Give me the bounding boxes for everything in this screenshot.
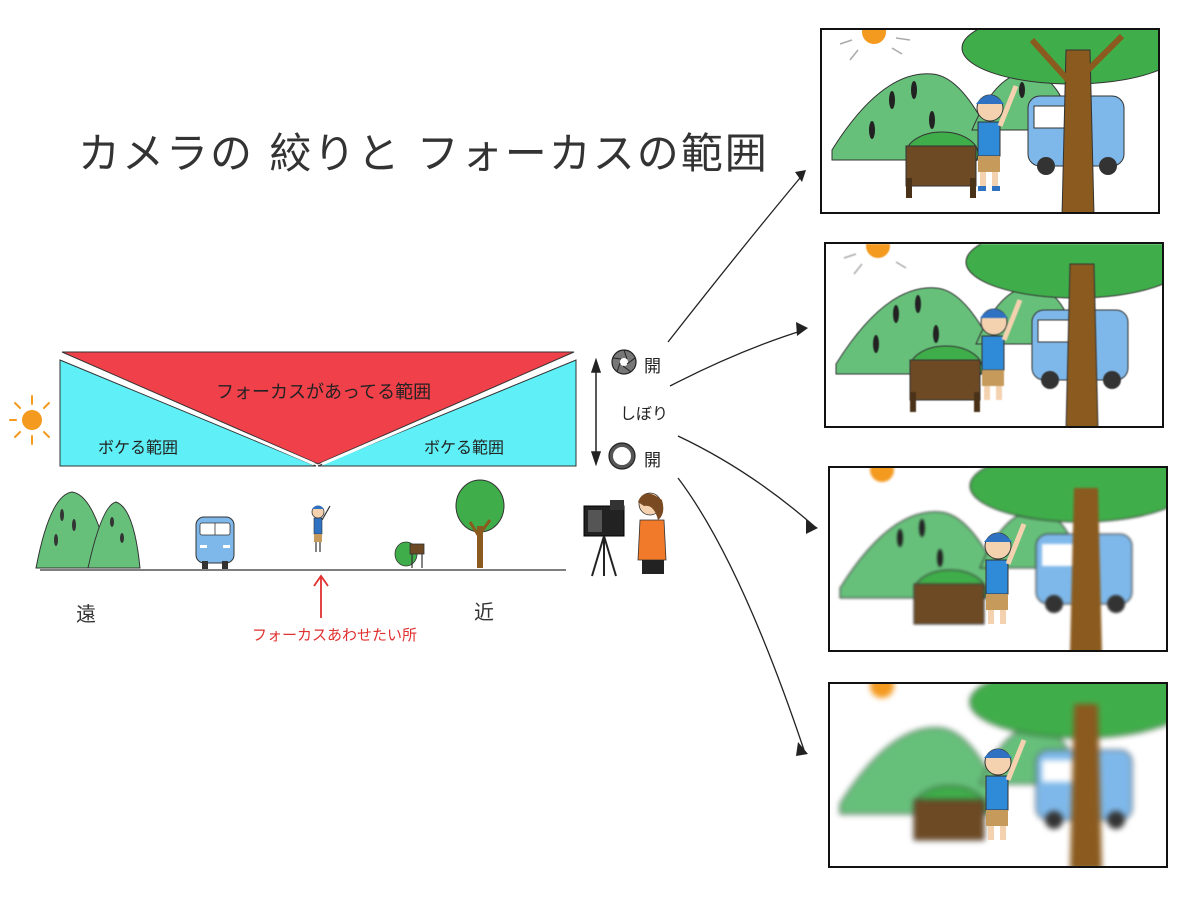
near-label: 近 (474, 600, 494, 624)
hills-icon (35, 491, 141, 569)
aperture-stop-label: しぼり (620, 404, 669, 423)
aperture-closed-icon (611, 349, 637, 375)
bush-sign-icon (909, 345, 983, 412)
panel-scene (839, 684, 1166, 866)
bush-sign-icon (394, 541, 425, 568)
person-icon (980, 299, 1023, 400)
aperture-open-label-top: 開 (644, 357, 661, 377)
person-icon (984, 523, 1027, 624)
blur-range-label-left: ボケる範囲 (98, 438, 179, 457)
person-icon (976, 85, 1019, 191)
aperture-open-icon (608, 442, 636, 470)
result-panel-2 (824, 242, 1164, 428)
tree-icon (969, 468, 1166, 650)
arrow-to-panel-4 (677, 477, 805, 751)
arrow-to-panel-1 (667, 177, 801, 343)
person-icon (984, 739, 1027, 840)
tree-icon (969, 684, 1166, 866)
far-label: 遠 (76, 602, 96, 626)
aperture-open-label-bottom: 開 (644, 451, 661, 471)
panel-scene (831, 30, 1158, 212)
arrow-to-panel-2 (669, 329, 805, 387)
focus-point-label: フォーカスあわせたい所 (252, 626, 418, 644)
sun-icon (870, 468, 894, 482)
bush-sign-icon (905, 131, 979, 198)
sun-icon (843, 244, 907, 275)
result-panel-1 (820, 28, 1160, 214)
sun-icon (839, 30, 911, 61)
person-subject-icon (311, 505, 331, 552)
van-icon (195, 516, 235, 569)
tree-icon (455, 479, 505, 568)
focus-zone-figure (9, 349, 667, 618)
sun-icon (870, 684, 894, 698)
blur-range-label-right: ボケる範囲 (424, 438, 505, 457)
panel-scene (835, 244, 1162, 426)
aperture-range-arrow (590, 357, 602, 467)
tree-icon (961, 30, 1158, 212)
focus-point-arrow (313, 574, 329, 618)
bush-sign-icon (913, 785, 987, 841)
arrow-to-panel-3 (677, 435, 815, 527)
blur-zone-left (59, 359, 317, 467)
page-title: カメラの 絞りと フォーカスの範囲 (78, 129, 769, 178)
panel-arrows (667, 170, 818, 756)
camera-operator-icon (583, 492, 667, 577)
focus-range-label: フォーカスがあってる範囲 (216, 382, 432, 403)
panel-scene (839, 468, 1166, 650)
result-panel-3 (828, 466, 1168, 652)
focus-zone (61, 351, 575, 465)
bush-sign-icon (913, 569, 987, 625)
tree-icon (965, 244, 1162, 426)
result-panel-4 (828, 682, 1168, 868)
sun-icon (9, 395, 50, 445)
